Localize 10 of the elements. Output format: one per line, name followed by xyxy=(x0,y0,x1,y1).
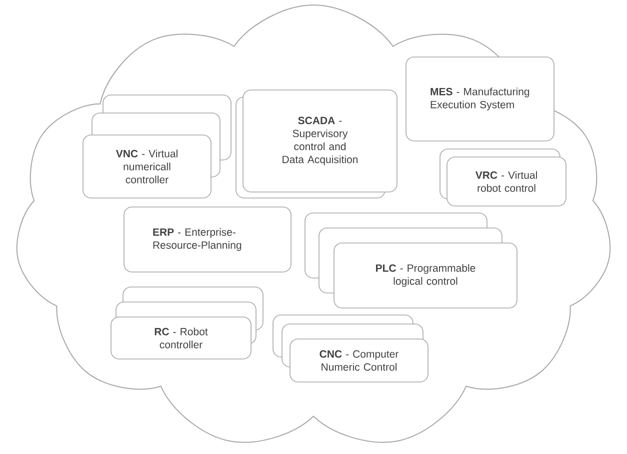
system-box: ERP - Enterprise-Resource-Planning xyxy=(124,206,292,272)
node-label: numericall controller xyxy=(124,162,170,184)
card-stack: VRC - Virtual robot control xyxy=(440,148,566,206)
system-box: MES - Manufacturing Execution System xyxy=(406,56,554,142)
card-stack: VNC - Virtual numericall controller xyxy=(82,94,232,198)
node-label: controller xyxy=(160,340,202,348)
card-stack: RC - Robot controller xyxy=(110,286,264,360)
card-stack: CNC - Computer Numeric Control xyxy=(272,314,428,382)
card-stack: SCADA - Supervisory control and Data Acquisition xyxy=(236,90,398,198)
card-stack: PLC - Programmable logical control xyxy=(304,212,518,308)
